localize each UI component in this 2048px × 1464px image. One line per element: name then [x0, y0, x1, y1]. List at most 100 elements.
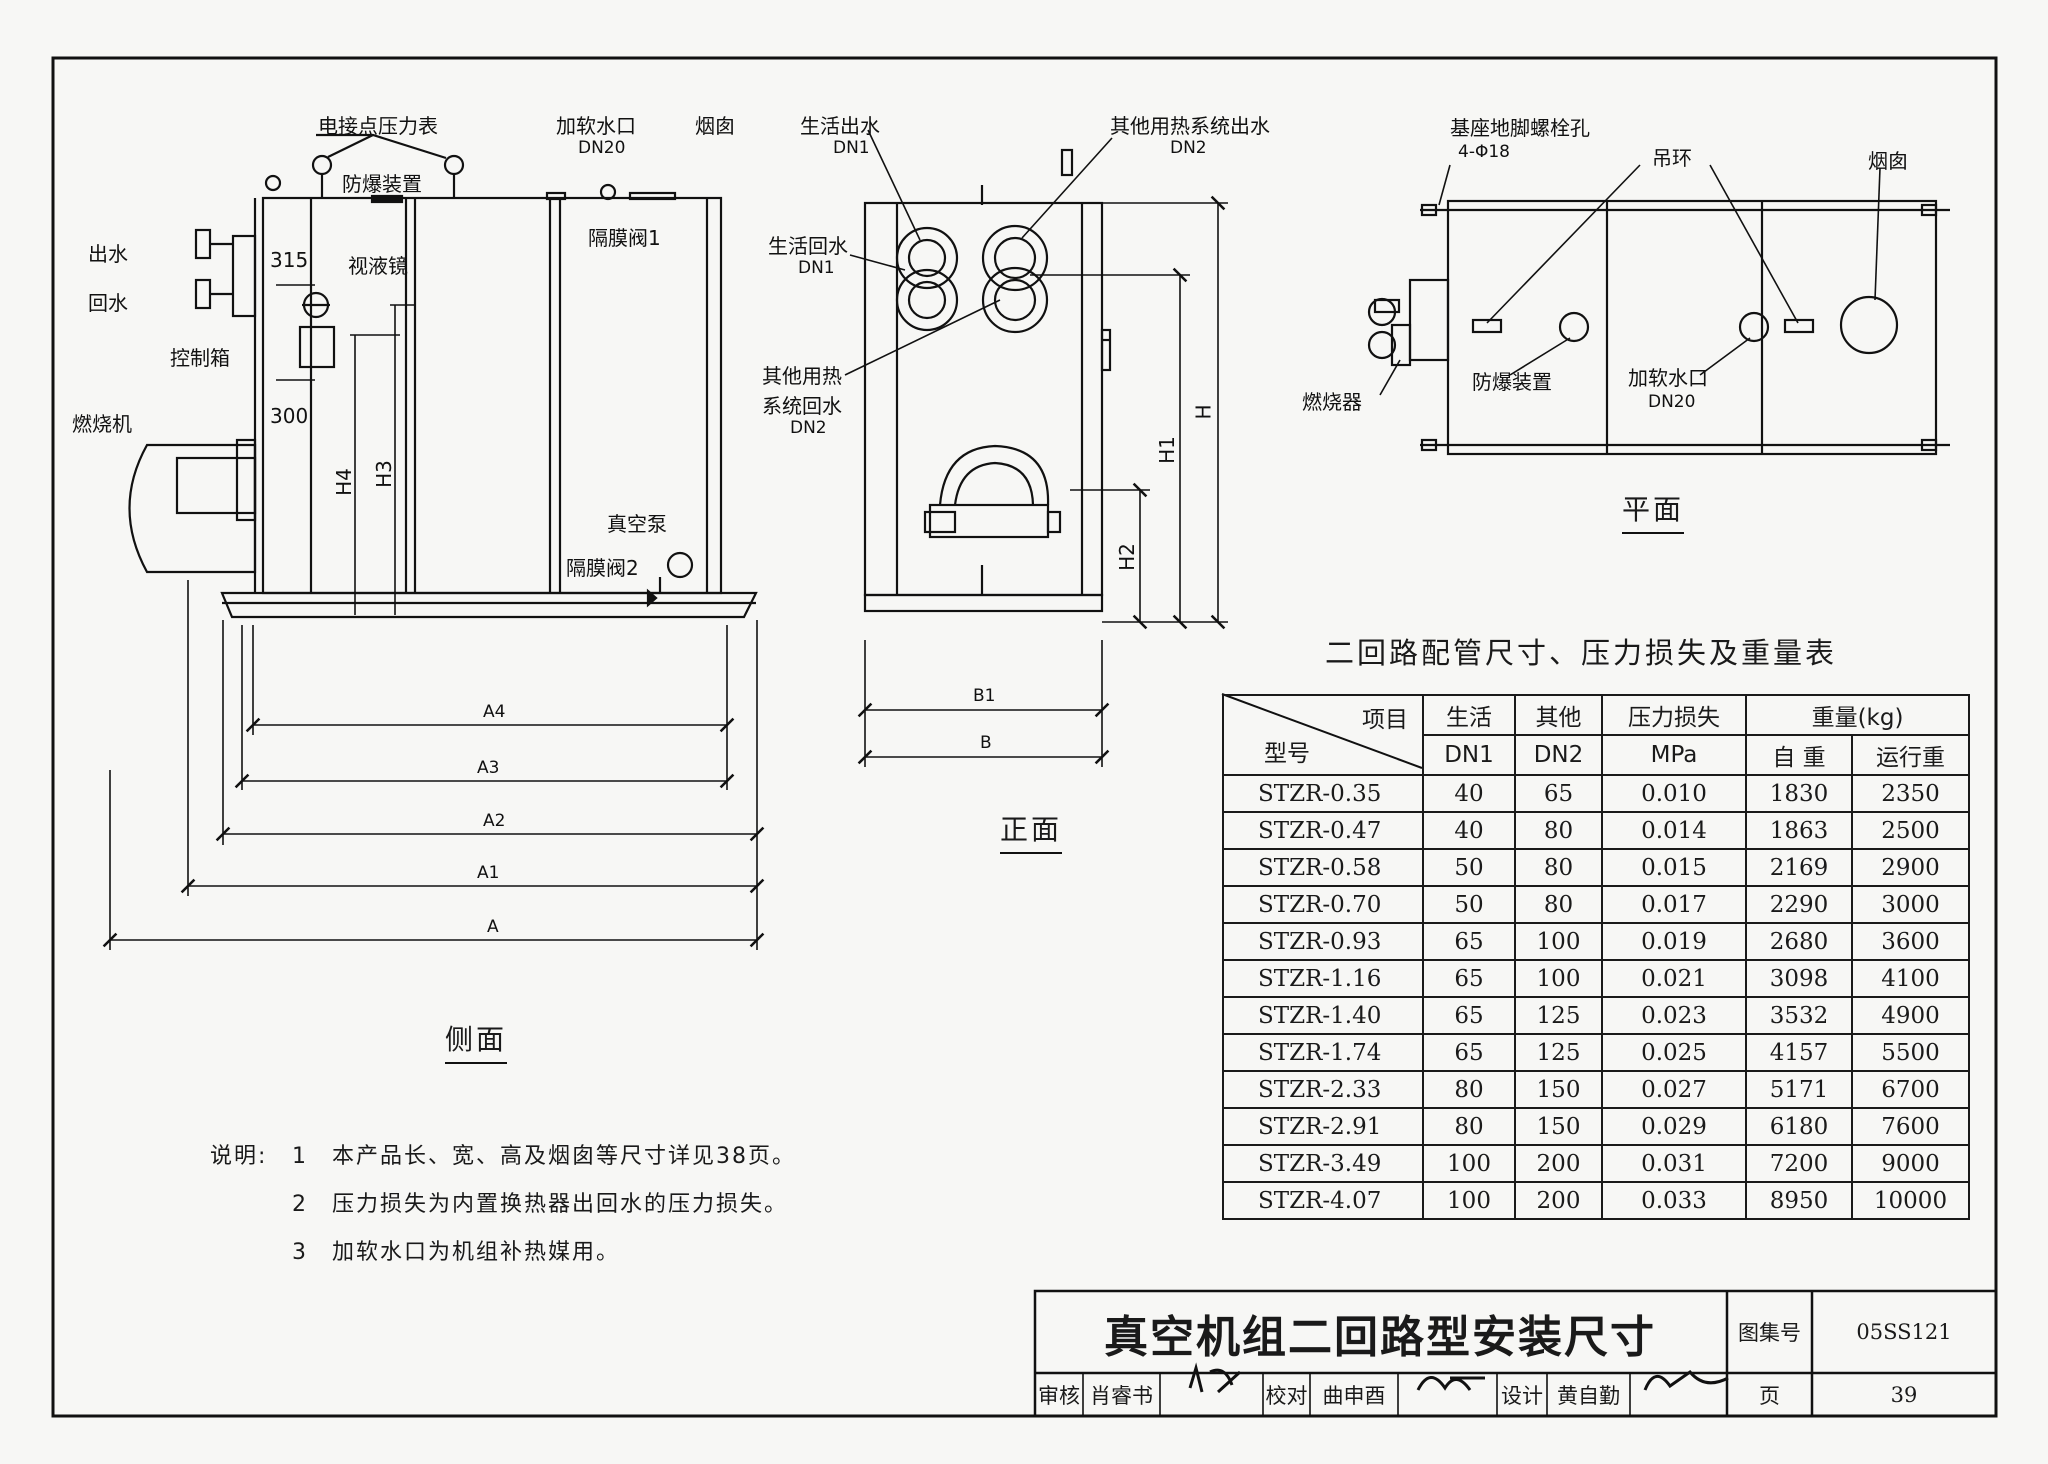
table-cell: 0.010 — [1601, 774, 1747, 813]
label-other-return-2: 系统回水 — [762, 394, 842, 418]
vacuum-pump-icon — [666, 551, 694, 579]
table-cell: 125 — [1514, 996, 1603, 1035]
table-title: 二回路配管尺寸、压力损失及重量表 — [1325, 636, 1838, 670]
sheet-border — [51, 56, 1998, 1418]
table-cell: 200 — [1514, 1144, 1603, 1183]
table-cell: 1830 — [1745, 774, 1853, 813]
label-plan-chimney: 烟囱 — [1868, 149, 1908, 173]
atlas-no: 05SS121 — [1856, 1320, 1952, 1344]
review-label: 审核 — [1038, 1383, 1080, 1408]
table-cell-model: STZR-0.35 — [1222, 774, 1424, 813]
pressure-gauge-icon-2 — [443, 154, 465, 176]
table-header-row-1: 项目 型号 生活 其他 压力损失 重量(kg) — [1222, 694, 1970, 776]
label-other-out: 其他用热系统出水 — [1110, 114, 1270, 138]
table-cell: 40 — [1422, 811, 1516, 850]
label-vacuum-pump: 真空泵 — [607, 512, 667, 536]
table-cell: 150 — [1514, 1107, 1603, 1146]
label-other-return-dn: DN2 — [790, 418, 827, 438]
table-cell-model: STZR-0.70 — [1222, 885, 1424, 924]
header-model: 型号 — [1264, 741, 1310, 767]
table-cell: 50 — [1422, 848, 1516, 887]
pressure-gauge-icon — [311, 154, 333, 176]
header-pressure-loss: 压力损失 — [1601, 694, 1747, 736]
plan-burner — [1408, 278, 1450, 362]
front-view-drawing — [844, 129, 1228, 767]
label-plan-soft-water-dn: DN20 — [1648, 392, 1696, 412]
table-cell: 80 — [1514, 885, 1603, 924]
label-plan-soft-water: 加软水口 — [1628, 366, 1708, 390]
label-soft-water-inlet: 加软水口 — [556, 114, 636, 138]
side-view-drawing — [102, 133, 765, 950]
table-cell: 0.027 — [1601, 1070, 1747, 1109]
domestic-return-flange — [895, 268, 959, 332]
dim-315: 315 — [270, 248, 309, 272]
title-block: 真空机组二回路型安装尺寸 图集号 05SS121 审核 肖睿书 校对 曲申酉 设… — [1035, 1291, 1996, 1416]
table-cell-model: STZR-4.07 — [1222, 1181, 1424, 1220]
label-domestic-out-dn: DN1 — [833, 138, 870, 158]
table-cell: 6700 — [1851, 1070, 1970, 1109]
table-cell: 0.015 — [1601, 848, 1747, 887]
table-cell: 3098 — [1745, 959, 1853, 998]
drawing-title: 真空机组二回路型安装尺寸 — [1104, 1312, 1656, 1363]
dim-h4: H4 — [331, 468, 356, 496]
table-cell-model: STZR-2.91 — [1222, 1107, 1424, 1146]
dim-h2: H2 — [1114, 543, 1139, 571]
header-item: 项目 — [1362, 707, 1408, 733]
designer-name: 黄自勤 — [1557, 1383, 1620, 1408]
header-dn1: DN1 — [1422, 734, 1516, 776]
label-return: 回水 — [88, 291, 128, 315]
table-cell: 2500 — [1851, 811, 1970, 850]
table-cell: 150 — [1514, 1070, 1603, 1109]
check-label: 校对 — [1265, 1383, 1308, 1408]
side-view-caption: 侧面 — [445, 1018, 508, 1064]
label-lifting-ring: 吊环 — [1652, 146, 1692, 170]
table-cell: 65 — [1514, 774, 1603, 813]
dim-a3: A3 — [477, 758, 500, 778]
control-box — [298, 325, 336, 369]
domestic-outlet-flange — [895, 226, 959, 290]
table-cell: 6180 — [1745, 1107, 1853, 1146]
table-cell: 2900 — [1851, 848, 1970, 887]
table-cell: 3600 — [1851, 922, 1970, 961]
table-cell: 5171 — [1745, 1070, 1853, 1109]
label-chimney: 烟囱 — [695, 114, 735, 138]
dim-h3: H3 — [371, 460, 396, 488]
table-cell: 0.014 — [1601, 811, 1747, 850]
label-sight-glass: 视液镜 — [348, 254, 408, 278]
table-cell: 0.023 — [1601, 996, 1747, 1035]
table-cell-model: STZR-2.33 — [1222, 1070, 1424, 1109]
table-cell: 8950 — [1745, 1181, 1853, 1220]
header-domestic: 生活 — [1422, 694, 1516, 736]
label-domestic-return: 生活回水 — [768, 234, 848, 258]
dim-300: 300 — [270, 404, 309, 428]
plan-chimney — [1839, 295, 1899, 355]
table-cell: 100 — [1514, 959, 1603, 998]
label-domestic-return-dn: DN1 — [798, 258, 835, 278]
table-cell: 4100 — [1851, 959, 1970, 998]
plan-view-caption: 平面 — [1622, 488, 1685, 534]
label-plan-burner: 燃烧器 — [1302, 390, 1362, 414]
table-cell-model: STZR-1.16 — [1222, 959, 1424, 998]
table-cell: 2290 — [1745, 885, 1853, 924]
label-anchor-bolt-spec: 4-Φ18 — [1458, 142, 1510, 162]
checker-name: 曲申酉 — [1322, 1383, 1386, 1408]
note-1: 1 本产品长、宽、高及烟囱等尺寸详见38页。 — [292, 1144, 796, 1169]
table-cell: 7600 — [1851, 1107, 1970, 1146]
label-plan-explosion-proof: 防爆装置 — [1472, 370, 1552, 394]
label-anchor-bolt: 基座地脚螺栓孔 — [1450, 116, 1590, 140]
table-cell: 2350 — [1851, 774, 1970, 813]
table-cell: 0.033 — [1601, 1181, 1747, 1220]
table-cell: 9000 — [1851, 1144, 1970, 1183]
table-cell: 10000 — [1851, 1181, 1970, 1220]
